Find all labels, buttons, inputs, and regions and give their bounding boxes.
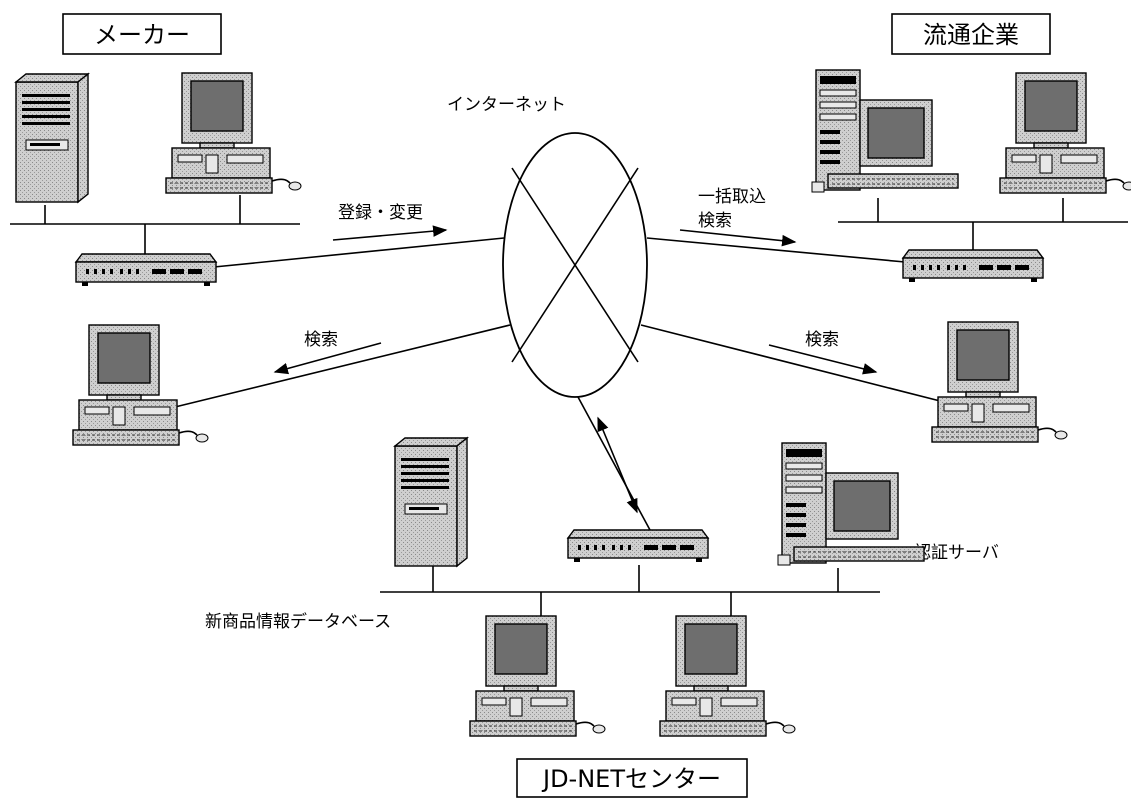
server-tower-icon — [394, 437, 468, 567]
desktop-computer-icon — [999, 72, 1131, 194]
distributor-link-line — [646, 237, 906, 263]
maker-box: メーカー — [62, 13, 222, 55]
desktop-computer-icon — [469, 615, 606, 737]
desktop-computer-icon — [931, 321, 1068, 443]
maker-link-line — [213, 237, 505, 268]
network-hub-icon — [902, 249, 1044, 283]
distributor-box: 流通企業 — [891, 13, 1051, 55]
search-right-arrow-icon — [768, 344, 878, 375]
left-pc-link-line — [174, 324, 511, 408]
register-arrow-icon — [332, 225, 448, 241]
server-tower-icon — [15, 73, 89, 203]
database-label: 新商品情報データベース — [205, 611, 391, 632]
network-hub-icon — [75, 253, 217, 287]
server-workstation-icon — [811, 69, 959, 193]
maker-label: メーカー — [94, 21, 190, 49]
right-pc-link-line — [640, 324, 949, 404]
search-label-left: 検索 — [304, 330, 338, 350]
desktop-computer-icon — [165, 72, 302, 194]
register-label: 登録・変更 — [338, 203, 423, 223]
server-workstation-icon — [777, 442, 925, 566]
center-box: JD-NETセンター — [516, 758, 748, 798]
auth-server-label: 認証サーバ — [914, 543, 999, 563]
desktop-computer-icon — [72, 324, 209, 446]
internet-label: インターネット — [447, 95, 566, 115]
bulk-import-label: 一括取込 — [698, 187, 766, 207]
search-left-arrow-icon — [273, 342, 382, 375]
bidirectional-arrow-icon — [597, 416, 638, 514]
internet-cloud-icon — [502, 132, 648, 398]
search-label-right: 検索 — [805, 330, 839, 350]
bulk-arrow-icon — [679, 229, 797, 247]
center-label: JD-NETセンター — [541, 765, 721, 793]
search-label-top-right: 検索 — [698, 211, 732, 231]
desktop-computer-icon — [659, 615, 796, 737]
center-link-line — [577, 396, 651, 531]
network-hub-icon — [567, 529, 709, 563]
distributor-label: 流通企業 — [923, 21, 1019, 49]
